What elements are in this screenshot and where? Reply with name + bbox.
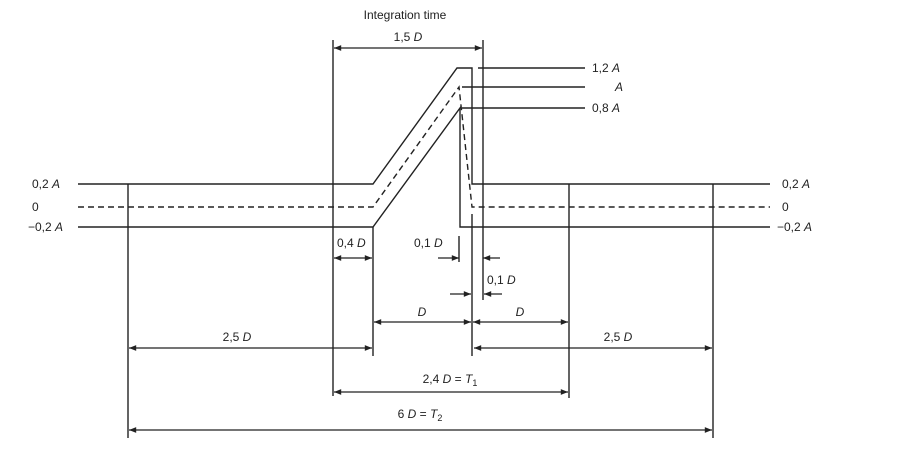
label-0-4d: 0,4 D <box>337 236 366 250</box>
label-left-minus-0-2a: −0,2 A <box>28 220 63 234</box>
label-right-0-2a: 0,2 A <box>782 177 810 191</box>
upper-envelope <box>78 67 770 185</box>
label-t2: 6 D = T2 <box>398 407 443 423</box>
label-a: A <box>614 80 623 94</box>
label-right-minus-0-2a: −0,2 A <box>777 220 812 234</box>
label-rise-d: D <box>418 305 427 319</box>
label-right-zero: 0 <box>782 200 789 214</box>
label-0-1d-b: 0,1 D <box>487 273 516 287</box>
label-1-5d: 1,5 D <box>394 30 423 44</box>
nominal-waveform <box>78 85 770 208</box>
label-left-0-2a: 0,2 A <box>32 177 60 191</box>
label-1-2a: 1,2 A <box>592 61 620 75</box>
label-t1: 2,4 D = T1 <box>423 372 478 388</box>
label-left-zero: 0 <box>32 200 39 214</box>
label-post-2-5d: 2,5 D <box>604 330 633 344</box>
label-pre-2-5d: 2,5 D <box>223 330 252 344</box>
integration-time-title: Integration time <box>364 8 447 22</box>
lower-envelope <box>78 105 770 228</box>
label-0-1d-a: 0,1 D <box>414 236 443 250</box>
label-fall-d: D <box>516 305 525 319</box>
label-0-8a: 0,8 A <box>592 101 620 115</box>
